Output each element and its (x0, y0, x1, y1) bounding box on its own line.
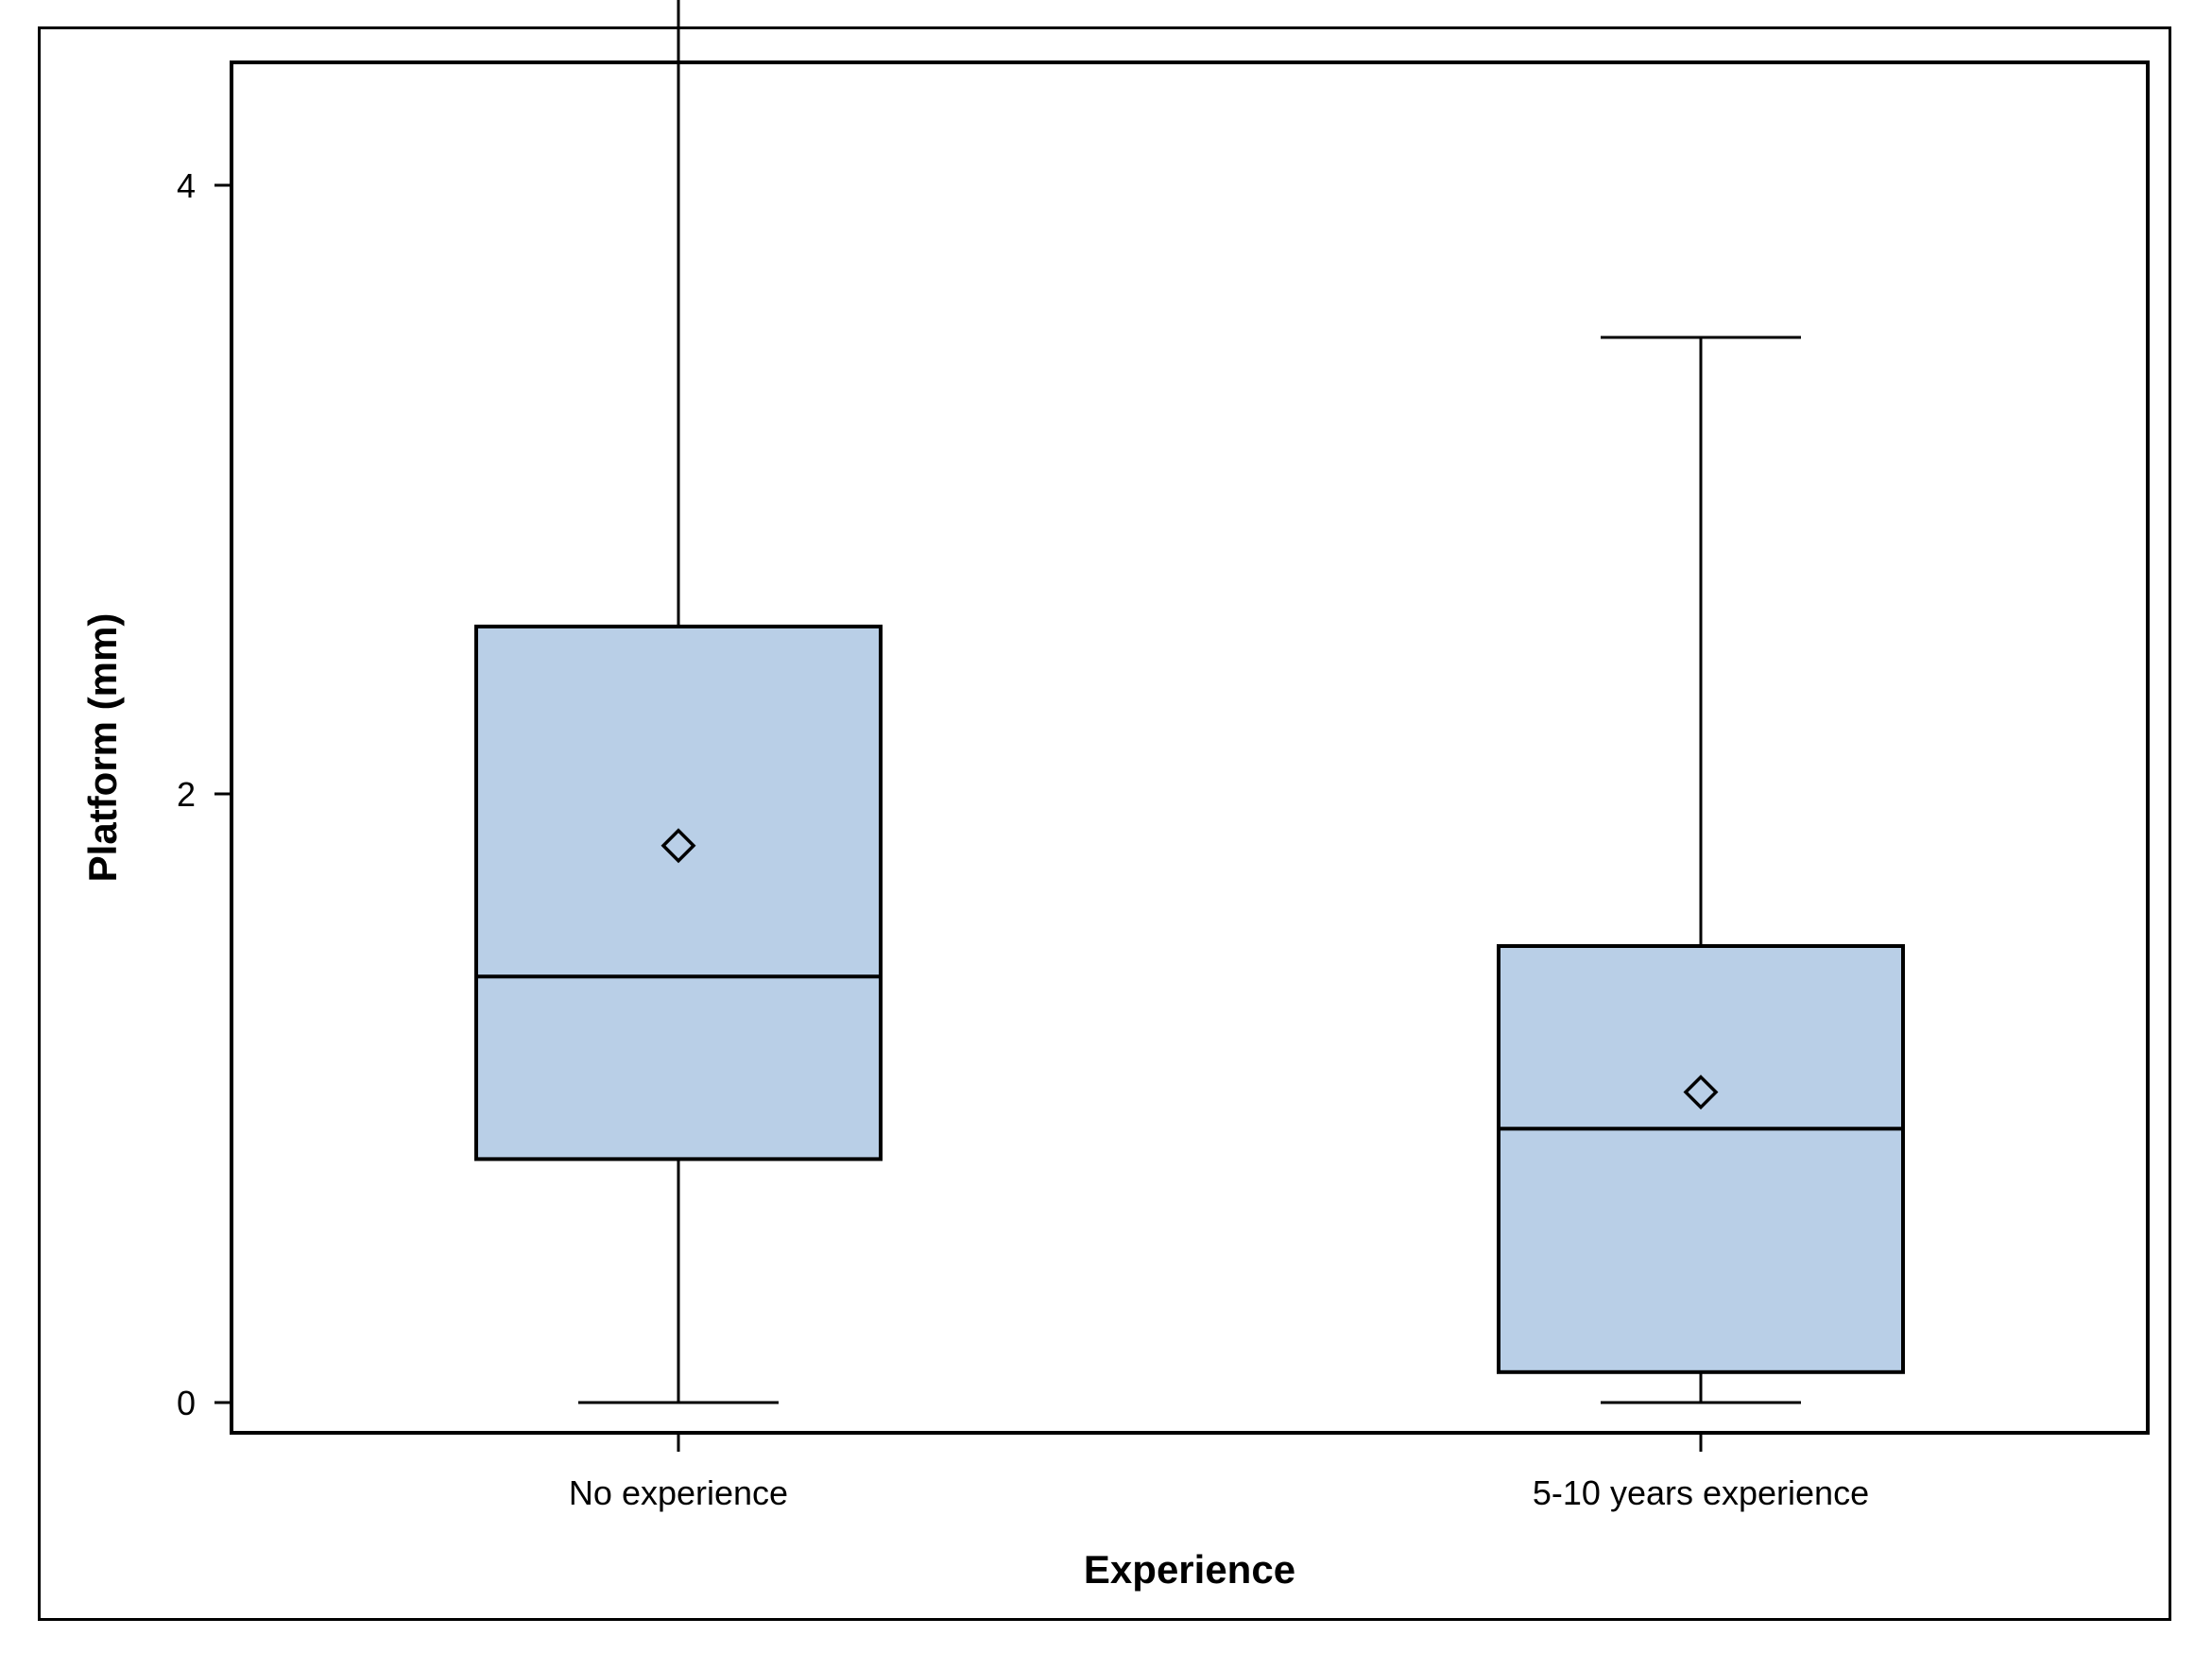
x-tick-label: 5-10 years experience (1533, 1473, 1869, 1512)
y-axis-ticks: 02468 (177, 166, 231, 1422)
mean-marker (1683, 1075, 1719, 1111)
x-tick-label: No experience (569, 1473, 788, 1512)
x-axis-title: Experience (1084, 1547, 1295, 1592)
x-axis-ticks: No experience 5-10 years experience (569, 1433, 1869, 1512)
iqr-box (474, 624, 883, 1162)
box-group (1497, 336, 1905, 1404)
box-group (474, 0, 883, 1404)
y-axis-title: Platform (mm) (80, 613, 125, 883)
y-tick-label: 0 (177, 1384, 196, 1422)
y-tick-label: 4 (177, 166, 196, 205)
figure-frame (38, 26, 2171, 1621)
boxes (474, 0, 1905, 1404)
plot-area (230, 60, 2150, 1435)
y-tick-label: 2 (177, 775, 196, 814)
mean-marker (660, 828, 696, 864)
iqr-box (1497, 944, 1905, 1374)
